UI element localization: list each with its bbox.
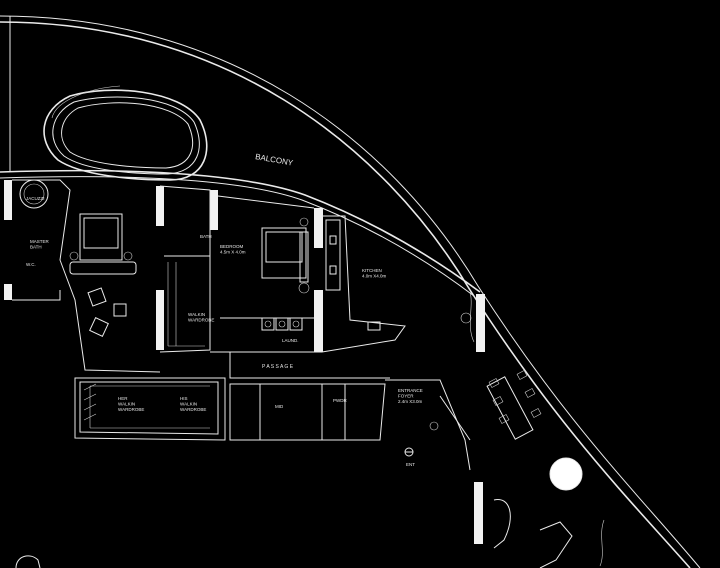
bedroom-bed: [261, 217, 310, 294]
label-maid: MID: [275, 404, 284, 409]
label-balcony: BALCONY: [255, 152, 295, 168]
dining-table: [486, 370, 542, 440]
interior-walls: [12, 179, 471, 471]
master-bed: [69, 213, 137, 275]
kitchen-counter: [325, 219, 381, 331]
plant-icon: [429, 312, 472, 431]
laundry-appliances: [261, 317, 303, 331]
lounge-furniture: [469, 291, 605, 568]
jacuzzi-pool: [43, 85, 208, 181]
wardrobe-hatching: [83, 262, 210, 429]
label-laundry: LAUND.: [282, 338, 299, 343]
label-wc: W.C.: [26, 262, 36, 267]
label-powder: PWDR: [333, 398, 347, 403]
armchairs: [87, 287, 127, 337]
entrance-marker: [404, 447, 414, 457]
label-bath: BATH: [200, 234, 212, 239]
bath-tub: [19, 179, 49, 209]
label-entry: ENT: [406, 462, 415, 467]
label-jacuzzi: JACUZZI: [26, 196, 45, 201]
wall-segments: [4, 180, 485, 544]
label-passage: P A S S A G E: [262, 364, 294, 370]
corner-fixture: [15, 555, 41, 568]
balcony-outline: [0, 15, 701, 568]
